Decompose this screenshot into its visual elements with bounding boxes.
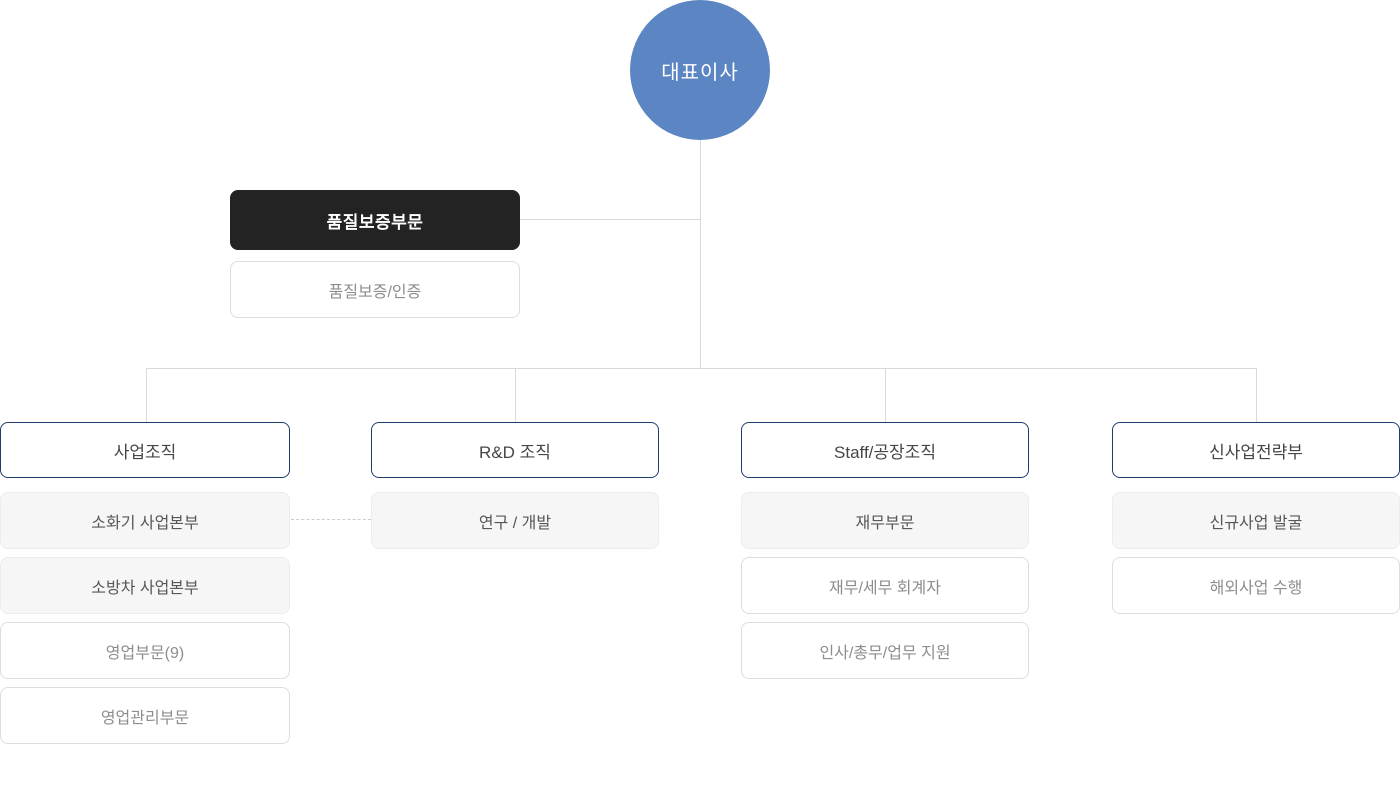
org-item-label: 소화기 사업본부 (91, 514, 199, 532)
org-item-label: 영업부문(9) (105, 644, 185, 662)
org-item: 영업부문(9) (0, 622, 290, 679)
quality-division-node: 품질보증부문 (230, 190, 520, 250)
column-header-label: 신사업전략부 (1209, 442, 1303, 462)
org-item-label: 인사/총무/업무 지원 (819, 644, 951, 662)
connector-quality-horizontal (520, 219, 700, 220)
ceo-label: 대표이사 (661, 61, 739, 84)
column-header-business: 사업조직 (0, 422, 290, 478)
column-header-label: 사업조직 (113, 442, 177, 462)
org-item-label: 해외사업 수행 (1209, 579, 1303, 597)
org-item-label: 소방차 사업본부 (91, 579, 199, 597)
org-item: 영업관리부문 (0, 687, 290, 744)
connector-drop-staff (885, 368, 886, 422)
org-item: 해외사업 수행 (1112, 557, 1400, 614)
quality-item-node: 품질보증/인증 (230, 261, 520, 318)
org-item-label: 신규사업 발굴 (1209, 514, 1303, 532)
column-header-label: R&D 조직 (479, 442, 551, 462)
org-item-label: 재무/세무 회계자 (829, 579, 941, 597)
connector-dashed-link (291, 519, 371, 520)
quality-item-label: 품질보증/인증 (328, 283, 422, 301)
column-header-staff: Staff/공장조직 (741, 422, 1029, 478)
connector-drop-rnd (515, 368, 516, 422)
connector-ceo-vertical (700, 140, 701, 368)
column-header-rnd: R&D 조직 (371, 422, 659, 478)
org-item: 연구 / 개발 (371, 492, 659, 549)
org-item-label: 영업관리부문 (100, 709, 190, 727)
connector-drop-business (146, 368, 147, 422)
quality-division-label: 품질보증부문 (326, 212, 424, 232)
column-header-label: Staff/공장조직 (834, 442, 936, 462)
ceo-node: 대표이사 (630, 0, 770, 140)
org-item-label: 연구 / 개발 (478, 514, 552, 532)
org-item: 재무/세무 회계자 (741, 557, 1029, 614)
org-item: 소화기 사업본부 (0, 492, 290, 549)
org-item: 신규사업 발굴 (1112, 492, 1400, 549)
org-item: 인사/총무/업무 지원 (741, 622, 1029, 679)
org-item-label: 재무부문 (855, 514, 915, 532)
org-item: 소방차 사업본부 (0, 557, 290, 614)
connector-drop-newbiz (1256, 368, 1257, 422)
connector-main-horizontal (146, 368, 1256, 369)
column-header-newbiz: 신사업전략부 (1112, 422, 1400, 478)
org-item: 재무부문 (741, 492, 1029, 549)
